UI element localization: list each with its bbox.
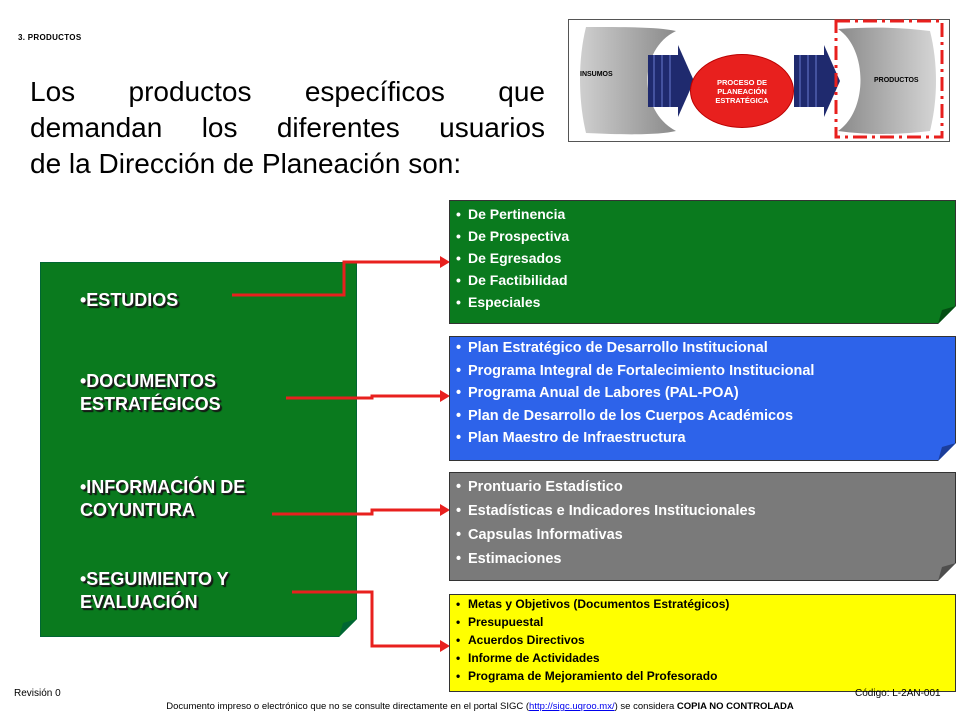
insumos-shape (580, 27, 676, 135)
page-fold-icon (938, 306, 956, 324)
panel-documentos: Plan Estratégico de Desarrollo Instituci… (449, 336, 956, 461)
arrowhead-icon (440, 390, 450, 402)
list-item: Presupuestal (450, 613, 955, 631)
list-item: De Pertinencia (450, 203, 955, 225)
list-item: Prontuario Estadístico (450, 475, 955, 499)
category-line: ESTRATÉGICOS (80, 394, 221, 414)
arrow-right-icon (794, 45, 840, 117)
list-item: Estimaciones (450, 547, 955, 571)
list-item: Plan Maestro de Infraestructura (450, 427, 955, 450)
footer-note: Documento impreso o electrónico que no s… (0, 701, 960, 712)
list-item: Plan de Desarrollo de los Cuerpos Académ… (450, 405, 955, 428)
list-item: Plan Estratégico de Desarrollo Instituci… (450, 337, 955, 360)
arrow-right-icon (648, 45, 694, 117)
process-center-line: ESTRATÉGICA (715, 95, 769, 105)
page-fold-icon (339, 619, 357, 637)
heading-line: Los productos específicos que (30, 76, 545, 107)
list-item: Programa Integral de Fortalecimiento Ins… (450, 360, 955, 383)
category-seguimiento: •SEGUIMIENTO Y EVALUACIÓN (80, 568, 229, 614)
insumos-label: INSUMOS (580, 71, 613, 78)
connector-seguimiento (292, 590, 440, 648)
panel-informacion: Prontuario Estadístico Estadísticas e In… (449, 472, 956, 581)
list-item: Informe de Actividades (450, 649, 955, 667)
section-label: 3. PRODUCTOS (18, 33, 82, 42)
panel-list: Plan Estratégico de Desarrollo Instituci… (450, 337, 955, 450)
list-item: De Egresados (450, 247, 955, 269)
panel-seguimiento: Metas y Objetivos (Documentos Estratégic… (449, 594, 956, 692)
list-item: Capsulas Informativas (450, 523, 955, 547)
process-center-line: PLANEACIÓN (717, 86, 767, 96)
heading-line: de la Dirección de Planeación son: (30, 148, 462, 179)
category-estudios: •ESTUDIOS (80, 289, 178, 312)
footer-code: Código: L-2AN-001 (855, 688, 941, 699)
list-item: De Prospectiva (450, 225, 955, 247)
productos-label: PRODUCTOS (874, 77, 919, 84)
footer-note-bold: COPIA NO CONTROLADA (676, 701, 794, 712)
list-item: Especiales (450, 291, 955, 313)
category-documentos: •DOCUMENTOS ESTRATÉGICOS (80, 370, 221, 416)
category-line: •INFORMACIÓN DE (80, 477, 246, 497)
connector-documentos (286, 394, 440, 400)
arrowhead-icon (440, 504, 450, 516)
arrowhead-icon (440, 640, 450, 652)
connector-estudios (232, 260, 440, 297)
panel-list: Prontuario Estadístico Estadísticas e In… (450, 473, 955, 571)
page-fold-icon (938, 443, 956, 461)
heading-line: demandan los diferentes usuarios (30, 112, 545, 143)
panel-estudios: De Pertinencia De Prospectiva De Egresad… (449, 200, 956, 324)
list-item: Programa de Mejoramiento del Profesorado (450, 667, 955, 685)
list-item: Metas y Objetivos (Documentos Estratégic… (450, 595, 955, 613)
category-line: •SEGUIMIENTO Y (80, 569, 229, 589)
arrowhead-icon (440, 256, 450, 268)
footer-note-middle: ) se considera (614, 701, 677, 712)
sigc-portal-link[interactable]: http://sigc.uqroo.mx/ (529, 701, 615, 712)
productos-shape (838, 27, 936, 134)
panel-list: De Pertinencia De Prospectiva De Egresad… (450, 201, 955, 313)
highlight-frame (834, 19, 944, 139)
list-item: Estadísticas e Indicadores Institucional… (450, 499, 955, 523)
category-line: •ESTUDIOS (80, 290, 179, 310)
categories-box (40, 262, 357, 637)
process-center-line: PROCESO DE (716, 77, 767, 87)
footer-note-prefix: Documento impreso o electrónico que no s… (166, 701, 530, 712)
panel-list: Metas y Objetivos (Documentos Estratégic… (450, 595, 955, 685)
category-informacion: •INFORMACIÓN DE COYUNTURA (80, 476, 245, 522)
category-line: •DOCUMENTOS (80, 371, 216, 391)
connector-informacion (272, 508, 440, 516)
list-item: Programa Anual de Labores (PAL-POA) (450, 382, 955, 405)
process-center: PROCESO DE PLANEACIÓN ESTRATÉGICA (690, 54, 794, 128)
list-item: Acuerdos Directivos (450, 631, 955, 649)
category-line: EVALUACIÓN (80, 592, 198, 612)
list-item: De Factibilidad (450, 269, 955, 291)
page-fold-icon (938, 563, 956, 581)
process-diagram-graphic (580, 19, 944, 139)
category-line: COYUNTURA (80, 500, 195, 520)
footer-revision: Revisión 0 (14, 688, 61, 699)
page-heading: Los productos específicos que demandan l… (30, 74, 545, 182)
